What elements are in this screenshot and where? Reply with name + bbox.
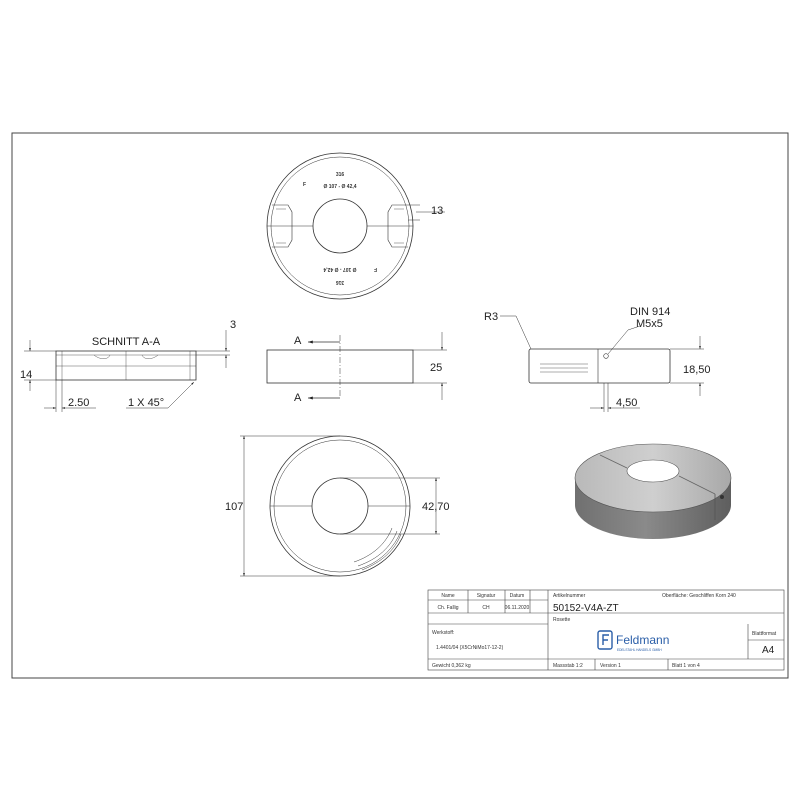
tb-weight: Gewicht 0,362 kg bbox=[432, 663, 471, 669]
slot-left bbox=[272, 204, 293, 248]
dim-outer-diameter: 107 bbox=[225, 501, 243, 513]
sheet-border bbox=[11, 132, 789, 679]
tb-format-label: Blattformat bbox=[752, 631, 777, 637]
engraving-size-bottom: Ø 107 - Ø 42,4 bbox=[323, 266, 356, 272]
logo-mark-icon bbox=[597, 630, 613, 650]
plan-view bbox=[240, 435, 440, 577]
feldmann-logo: Feldmann EDELSTAHL HANDELS GMBH bbox=[597, 630, 669, 652]
dim-section-depth: 3 bbox=[230, 319, 236, 331]
title-block bbox=[427, 589, 785, 671]
plan-view-bore bbox=[311, 477, 369, 535]
engraving-material-bottom: 316 bbox=[336, 279, 345, 285]
dim-hole-position: 4,50 bbox=[616, 397, 637, 409]
tb-sheet: Blatt 1 von 4 bbox=[672, 663, 700, 669]
screw-hole bbox=[603, 353, 609, 359]
tb-article-label: Artikelnummer bbox=[553, 593, 586, 599]
dim-section-height: 14 bbox=[20, 369, 32, 381]
engraving-f-top: F bbox=[303, 182, 306, 188]
front-view bbox=[266, 332, 447, 400]
engraving-material-top: 316 bbox=[336, 172, 345, 178]
tb-material-value: 1.4401/04 (X5CrNiMo17-12-2) bbox=[436, 645, 504, 651]
logo-wordmark: Feldmann bbox=[616, 633, 669, 647]
dim-front-height: 25 bbox=[430, 362, 442, 374]
dim-side-height: 18,50 bbox=[683, 364, 711, 376]
iso-ring-bore bbox=[626, 459, 680, 483]
dim-radius: R3 bbox=[484, 311, 498, 323]
top-view bbox=[266, 152, 445, 300]
side-view-outline bbox=[528, 348, 671, 384]
section-marker-a-bottom: A bbox=[294, 392, 302, 404]
tb-surface: Oberfläche: Geschliffen Korn 240 bbox=[662, 593, 736, 599]
tb-signature-value: CH bbox=[482, 605, 490, 611]
tb-article-number: 50152-V4A-ZT bbox=[553, 603, 619, 614]
top-view-bore bbox=[312, 198, 368, 254]
section-view bbox=[24, 330, 230, 412]
tb-date-value: 06.11.2020 bbox=[505, 605, 530, 611]
screw-spec-standard: DIN 914 bbox=[630, 306, 670, 318]
tb-col-name: Name bbox=[441, 593, 455, 599]
isometric-render bbox=[574, 443, 732, 539]
tb-version: Version 1 bbox=[600, 663, 621, 669]
tb-material-label: Werkstoff: bbox=[432, 630, 454, 636]
dim-inner-diameter: 42,70 bbox=[422, 501, 450, 513]
dim-section-offset: 2.50 bbox=[68, 397, 89, 409]
tb-col-signature: Signatur bbox=[477, 593, 496, 599]
tb-col-date: Datum bbox=[510, 593, 525, 599]
logo-tagline: EDELSTAHL HANDELS GMBH bbox=[617, 648, 662, 652]
side-view bbox=[500, 315, 704, 412]
tb-format-value: A4 bbox=[762, 645, 775, 656]
slot-right bbox=[387, 204, 408, 248]
section-title: SCHNITT A-A bbox=[92, 336, 161, 348]
engraving-size-top: Ø 107 - Ø 42,4 bbox=[323, 184, 356, 190]
engraving-f-bottom: F bbox=[374, 266, 377, 272]
tb-name-value: Ch. Fallig bbox=[437, 605, 458, 611]
dim-slot-width: 13 bbox=[431, 205, 443, 217]
dim-chamfer: 1 X 45° bbox=[128, 397, 164, 409]
screw-spec-size: M5x5 bbox=[636, 318, 663, 330]
tb-part-name: Rosette bbox=[553, 617, 570, 623]
section-marker-a-top: A bbox=[294, 335, 302, 347]
tb-scale: Massstab 1:2 bbox=[553, 663, 583, 669]
